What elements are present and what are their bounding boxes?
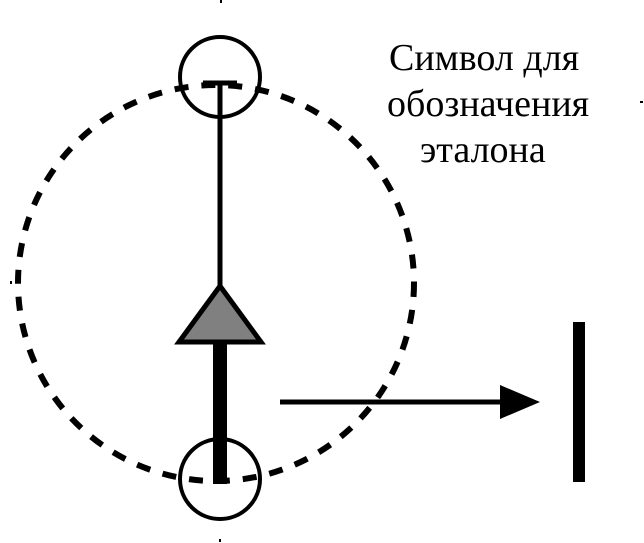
caption-line-2: обозначения: [387, 83, 589, 125]
edge-dot-bottom: [219, 539, 221, 542]
grey-triangle: [174, 281, 266, 345]
edge-dot-left: [10, 281, 12, 284]
arrow-head: [500, 385, 540, 419]
caption-line-3: эталона: [420, 129, 546, 171]
edge-dot-right: [640, 101, 643, 103]
edge-dot-top: [220, 0, 222, 3]
caption-line-1: Символ для: [389, 37, 579, 79]
target-bar: [573, 322, 585, 482]
